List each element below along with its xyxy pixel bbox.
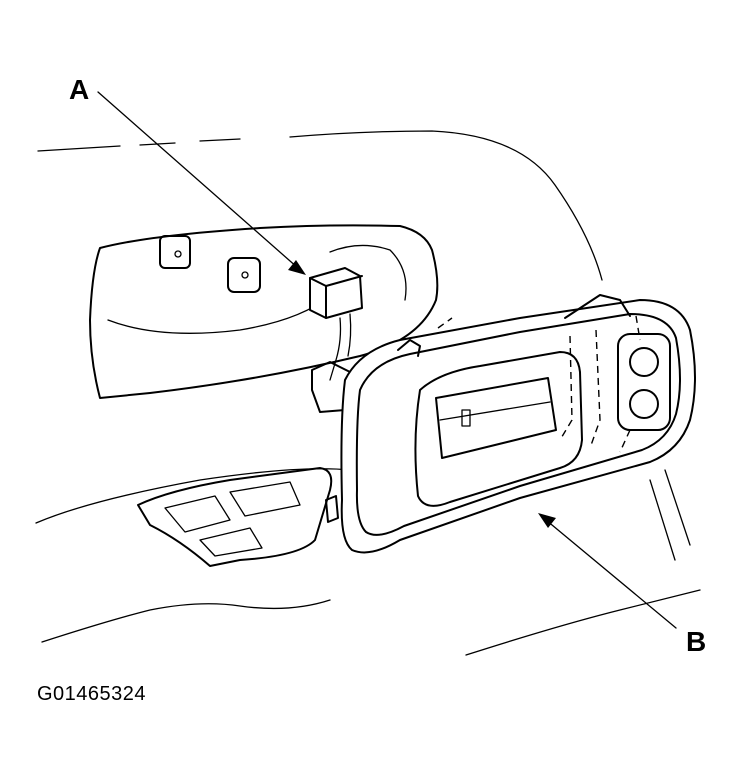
handle-lever-recess — [435, 377, 557, 459]
connector-harness-wire-2 — [347, 313, 352, 357]
leader-b-line — [545, 519, 677, 629]
leader-a — [97, 91, 306, 275]
hidden-edge-top — [437, 317, 453, 329]
mount-clip-1-hole — [174, 250, 182, 258]
window-switch-1 — [164, 495, 231, 533]
hidden-edge-right — [619, 315, 641, 453]
mirror-switch-bottom — [629, 389, 659, 419]
leader-a-line — [97, 91, 299, 269]
lock-knob — [461, 409, 471, 427]
mount-clip-2 — [227, 257, 261, 293]
mirror-switch-pod — [617, 333, 671, 431]
recess-panel-inner-curve — [107, 295, 331, 334]
door-lower-edge-right — [465, 589, 701, 656]
switch-bezel-outer — [137, 467, 333, 567]
leader-b — [538, 513, 677, 629]
door-top-edge-dashes-left — [37, 138, 241, 152]
trim-left-hook — [397, 339, 421, 357]
handle-trim-outer — [340, 299, 696, 554]
window-switch-3 — [199, 527, 263, 557]
mount-clip-1 — [159, 235, 191, 269]
callout-label-a: A — [69, 74, 90, 105]
callout-label-b: B — [686, 626, 707, 657]
leader-a-arrowhead — [288, 260, 306, 275]
hidden-edge-mid — [589, 329, 601, 449]
connector-body — [309, 267, 363, 319]
door-recess-panel — [89, 224, 439, 399]
armrest-switch-bezel — [137, 467, 333, 567]
door-top-edge-curve — [289, 130, 603, 281]
door-side-edge-lines — [649, 469, 691, 561]
window-switch-2 — [229, 481, 301, 517]
door-armrest-upper-edge — [35, 468, 351, 524]
leader-b-arrowhead — [538, 513, 556, 528]
mount-clip-2-hole — [241, 271, 249, 279]
trim-bottom-clip — [325, 495, 339, 523]
recess-panel-outer — [89, 224, 439, 399]
trim-top-tab — [564, 294, 631, 319]
connector-harness-wire — [329, 317, 342, 381]
mirror-switch-top — [629, 347, 659, 377]
hidden-edge-left — [559, 335, 573, 441]
handle-trim-inner — [355, 313, 681, 536]
door-lower-edge-left — [41, 599, 331, 643]
recess-panel-pocket — [329, 244, 407, 301]
figure-id: G01465324 — [37, 683, 147, 705]
handle-lever-line — [439, 401, 551, 421]
door-panel-outline — [35, 130, 701, 656]
handle-pull-cup — [414, 351, 583, 507]
inner-handle-trim-b — [325, 294, 696, 554]
